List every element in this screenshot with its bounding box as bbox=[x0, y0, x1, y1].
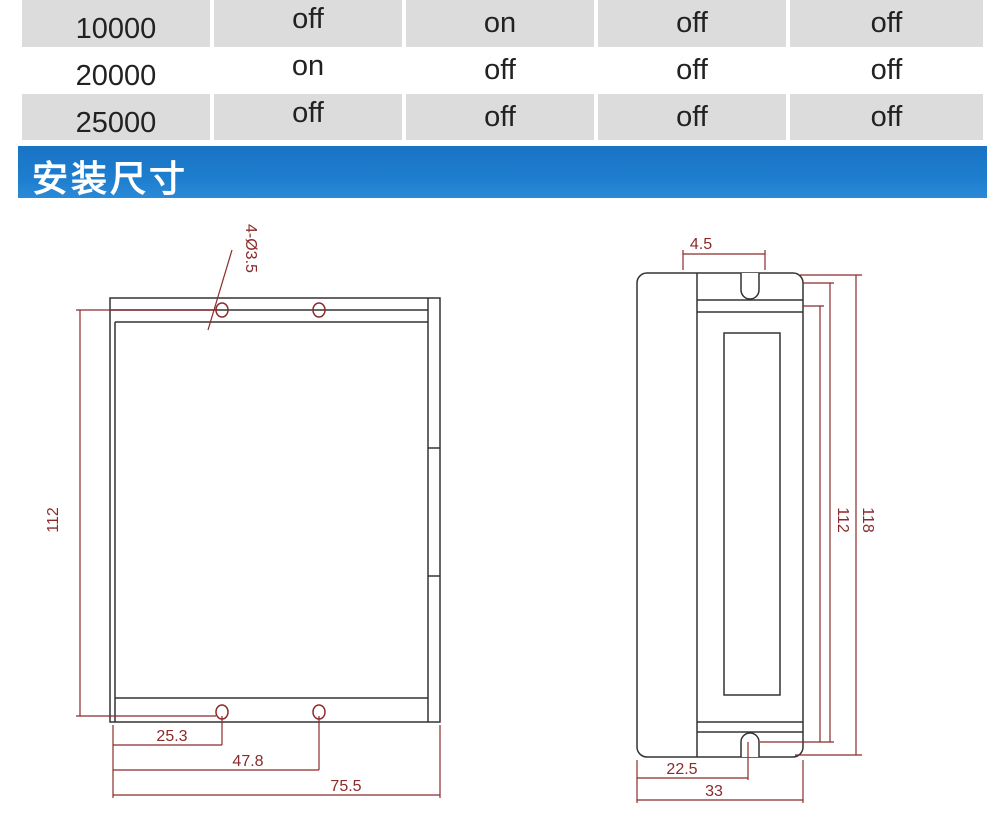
hole2-offset-label: 47.8 bbox=[232, 753, 263, 770]
front-view bbox=[109, 297, 441, 723]
side-outline bbox=[636, 272, 804, 758]
table-cell: off bbox=[214, 94, 402, 140]
side-height2-label: 118 bbox=[859, 507, 876, 533]
table-row: 20000 on off off off bbox=[22, 47, 983, 94]
table-cell: off bbox=[406, 94, 594, 140]
side-slot-label: 22.5 bbox=[666, 761, 697, 778]
front-holes bbox=[215, 302, 326, 720]
section-header: 安装尺寸 bbox=[18, 146, 987, 200]
front-dimensions bbox=[76, 249, 441, 798]
side-view bbox=[636, 272, 804, 758]
table-cell: off bbox=[598, 47, 786, 94]
table-cell: 20000 bbox=[22, 47, 210, 94]
front-height-label: 112 bbox=[45, 507, 62, 533]
side-depth-label: 33 bbox=[705, 783, 723, 800]
front-width-label: 75.5 bbox=[330, 778, 361, 795]
side-height1-label: 112 bbox=[834, 507, 851, 533]
resolution-table: 10000 off on off off 20000 on off off of… bbox=[22, 0, 983, 140]
table-cell: on bbox=[406, 0, 594, 47]
front-outline bbox=[109, 297, 441, 723]
table-cell: off bbox=[406, 47, 594, 94]
hole-spec-label: 4-Ø3.5 bbox=[242, 224, 259, 273]
table-cell: 10000 bbox=[22, 0, 210, 47]
side-top-label: 4.5 bbox=[690, 236, 712, 253]
front-labels: 4-Ø3.5 112 25.3 47.8 75.5 bbox=[45, 224, 362, 795]
top-slot bbox=[740, 273, 760, 300]
hole1-offset-label: 25.3 bbox=[156, 728, 187, 745]
side-dimensions bbox=[636, 250, 862, 803]
side-labels: 4.5 112 118 22.5 33 bbox=[666, 236, 876, 800]
hole-leader-line bbox=[207, 249, 233, 331]
table-row: 10000 off on off off bbox=[22, 0, 983, 47]
table-cell: off bbox=[598, 94, 786, 140]
table-cell: off bbox=[790, 0, 983, 47]
section-title: 安装尺寸 bbox=[32, 159, 189, 200]
table-cell: 25000 bbox=[22, 94, 210, 140]
side-window bbox=[723, 332, 781, 696]
table-cell: off bbox=[598, 0, 786, 47]
table-cell: off bbox=[790, 47, 983, 94]
mounting-hole bbox=[312, 302, 326, 318]
table-cell: off bbox=[790, 94, 983, 140]
table-cell: on bbox=[214, 47, 402, 94]
bottom-slot bbox=[740, 732, 760, 757]
table-cell: off bbox=[214, 0, 402, 47]
table-row: 25000 off off off off bbox=[22, 94, 983, 140]
